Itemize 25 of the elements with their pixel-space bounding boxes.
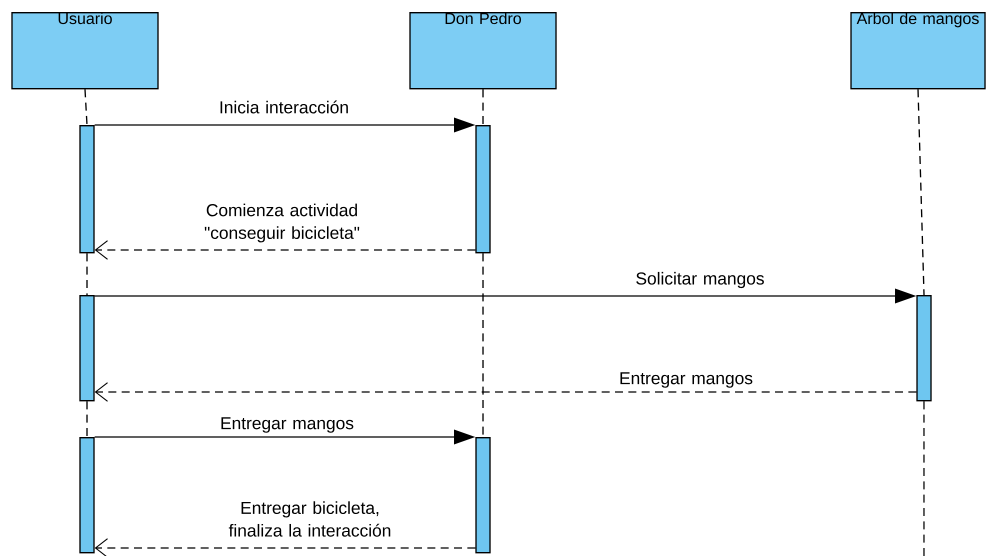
edge-label: Entregar mangos [221, 417, 354, 433]
lifeline [917, 89, 925, 296]
lifeline [84, 89, 88, 126]
lifeline-head: Don Pedro [409, 12, 557, 90]
lifeline-head: Arbol de mangos [850, 12, 986, 90]
lifeline [86, 401, 88, 437]
edge-label: Inicia interacción [220, 100, 348, 114]
message-arrow [94, 240, 476, 260]
lifeline [482, 253, 484, 437]
lifeline [86, 253, 88, 295]
activation-bar [475, 125, 491, 254]
activation-bar [79, 125, 95, 254]
lifeline-head: Usuario [11, 12, 159, 90]
lifeline [482, 89, 484, 125]
activation-bar [475, 437, 491, 554]
message-arrow [94, 382, 916, 402]
edge-label: Comienza actividad "conseguir bicicleta" [204, 204, 360, 242]
edge-label: Entregar bicicleta, finaliza la interacción [228, 501, 390, 537]
lifeline [923, 401, 925, 556]
edge-label: Solicitar mangos [636, 272, 764, 288]
activation-bar [79, 295, 95, 402]
activation-bar [916, 295, 932, 402]
edge-label: Entregar mangos [620, 372, 752, 388]
message-arrow [94, 538, 476, 556]
activation-bar [79, 437, 95, 554]
